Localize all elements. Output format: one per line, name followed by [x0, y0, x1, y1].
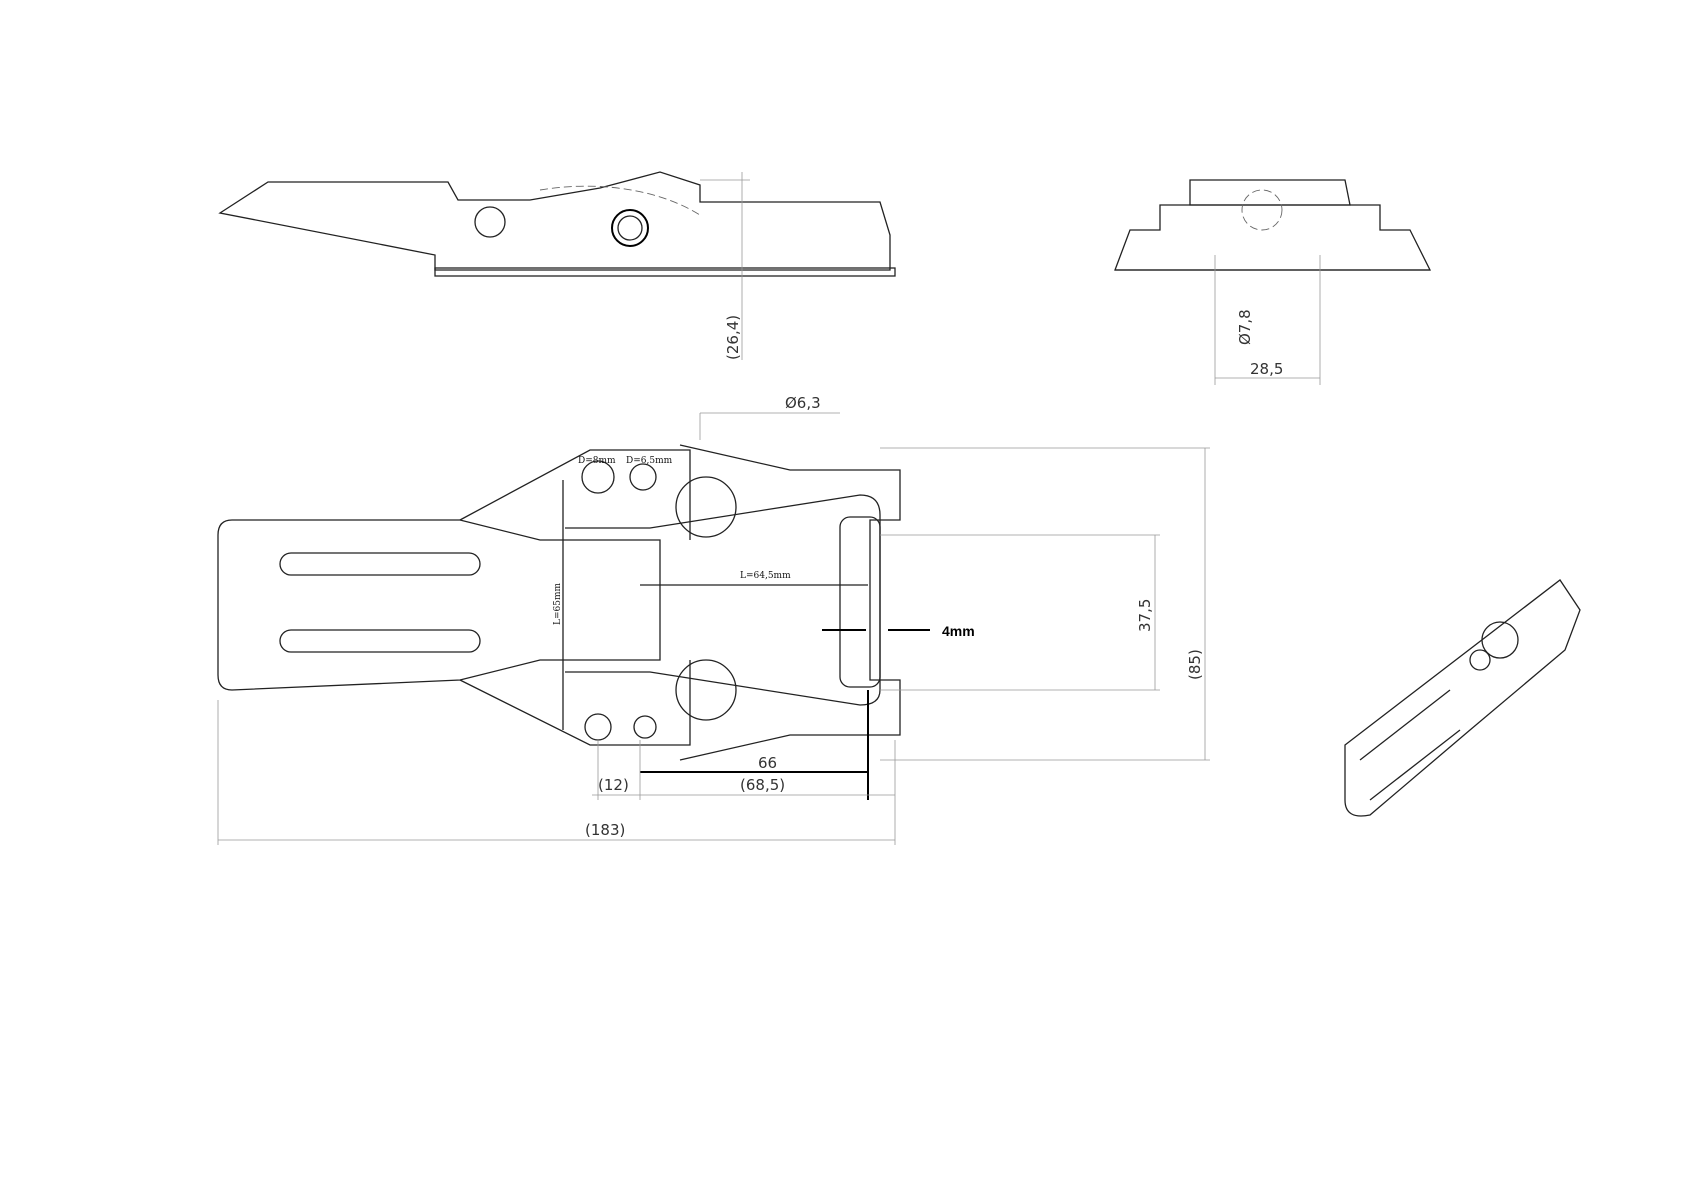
- dim-overall-length: (183): [585, 821, 625, 839]
- isometric-view: [1344, 579, 1581, 817]
- dim-side-height: (26,4): [724, 315, 742, 360]
- label-hole-d2: D=6,5mm: [626, 456, 673, 466]
- dim-inner-width: 37,5: [1136, 599, 1154, 632]
- dim-overall-width: (85): [1186, 649, 1204, 680]
- label-wire: 4mm: [942, 623, 975, 639]
- dim-reach: 66: [758, 754, 777, 772]
- side-view: (26,4): [218, 171, 896, 360]
- label-length-64-5: L=64,5mm: [740, 571, 791, 581]
- dim-end-width: 28,5: [1250, 360, 1283, 378]
- end-view: 28,5 Ø7,8: [1114, 179, 1432, 385]
- label-hole-d1: D=8mm: [578, 456, 616, 466]
- dim-end-hole-dia: Ø7,8: [1236, 309, 1254, 345]
- dim-hole-dia: Ø6,3: [785, 394, 821, 412]
- dim-hole-spacing: (12): [598, 776, 629, 794]
- top-view: D=8mm D=6,5mm L=65mm L=64,5mm 4mm Ø6,3 3…: [217, 394, 1210, 845]
- label-length-65: L=65mm: [553, 582, 563, 625]
- dim-body-length: (68,5): [740, 776, 785, 794]
